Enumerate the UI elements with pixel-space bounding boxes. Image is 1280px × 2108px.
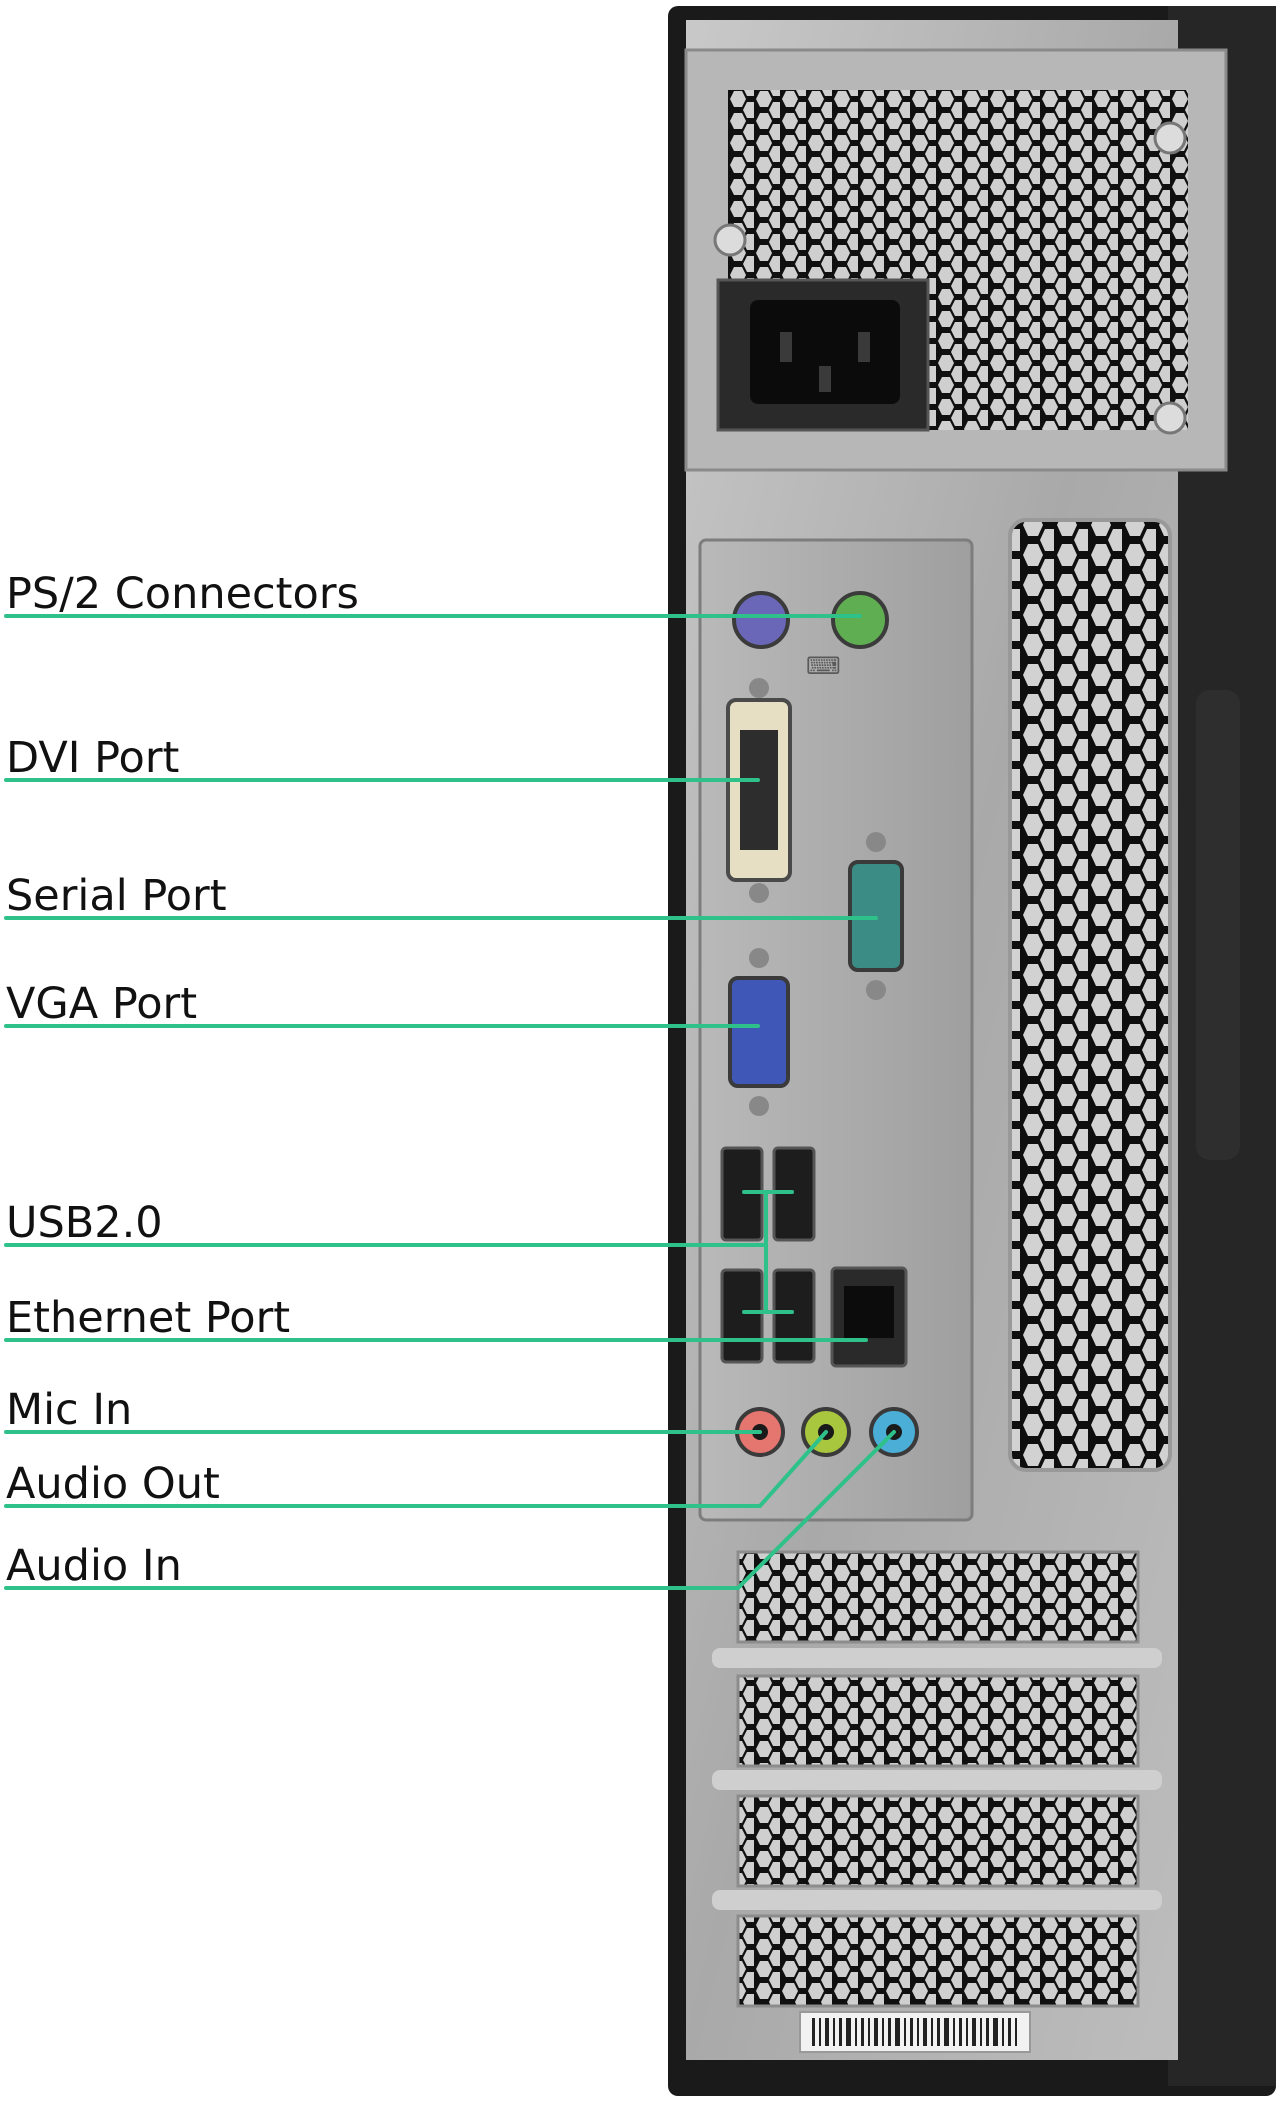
usb-port (720, 1268, 764, 1364)
slot-divider (712, 1648, 1162, 1668)
power-supply (684, 48, 1228, 472)
barcode-icon (812, 2018, 1017, 2046)
side-handle (1196, 690, 1240, 1160)
expansion-slot-cover (736, 1794, 1140, 1888)
power-inlet-pin (819, 366, 831, 392)
ethernet-port-socket (844, 1286, 894, 1338)
screw-icon (1153, 121, 1187, 155)
screw-icon (749, 948, 769, 968)
label-mic-in: Mic In (6, 1385, 132, 1435)
ps2-mouse-port (831, 591, 889, 649)
leader-line-audio-out (4, 1430, 828, 1508)
label-vga-port: VGA Port (6, 979, 197, 1029)
vga-port (728, 976, 790, 1088)
side-vent-grille (1008, 518, 1172, 1472)
screw-icon (866, 832, 886, 852)
slot-divider (712, 1890, 1162, 1910)
leader-line-audio-in (4, 1430, 896, 1590)
ps2-keyboard-port (732, 591, 790, 649)
power-inlet-pin (780, 332, 792, 362)
power-inlet-pin (858, 332, 870, 362)
expansion-slot-cover (736, 1674, 1140, 1768)
label-audio-in: Audio In (6, 1541, 182, 1591)
keyboard-icon: ⌨ (806, 652, 841, 680)
io-shield: ⌨ (698, 538, 974, 1522)
label-ethernet-port: Ethernet Port (6, 1293, 290, 1343)
barcode-sticker (799, 2011, 1031, 2053)
slot-divider (712, 1770, 1162, 1790)
label-ps2-connectors: PS/2 Connectors (6, 569, 359, 619)
screw-icon (749, 883, 769, 903)
label-usb: USB2.0 (6, 1198, 163, 1248)
label-serial-port: Serial Port (6, 871, 227, 921)
screw-icon (749, 1096, 769, 1116)
usb-port (772, 1268, 816, 1364)
leader-lines (4, 614, 896, 1590)
label-audio-out: Audio Out (6, 1459, 220, 1509)
expansion-slot-cover (736, 1550, 1140, 1644)
screw-icon (713, 223, 747, 257)
expansion-slot-cover (736, 1914, 1140, 2008)
callout-labels: PS/2 Connectors DVI Port Serial Port VGA… (6, 569, 359, 1591)
screw-icon (866, 980, 886, 1000)
leader-line-usb (4, 1190, 768, 1247)
screw-icon (749, 678, 769, 698)
label-dvi-port: DVI Port (6, 733, 179, 783)
expansion-slots (712, 1550, 1162, 2053)
dvi-port-pins (740, 730, 778, 850)
power-inlet (750, 300, 900, 404)
screw-icon (1153, 401, 1187, 435)
